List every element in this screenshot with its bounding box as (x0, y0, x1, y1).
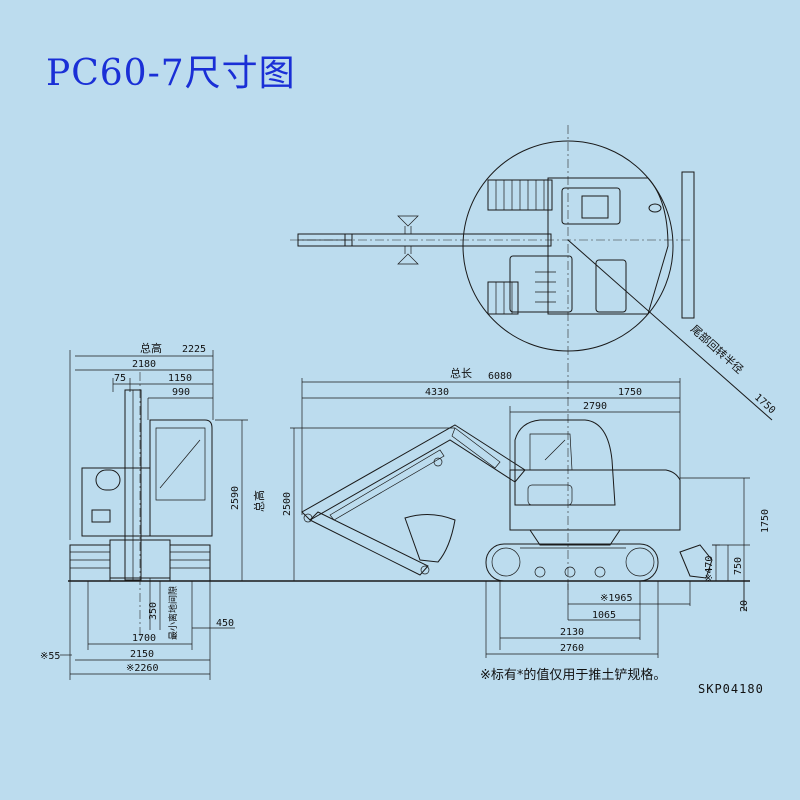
dim-6080: 6080 (488, 371, 512, 382)
tail-swing-value: 1750 (752, 392, 777, 416)
top-cab-window (581, 195, 609, 219)
dim-2760: 2760 (560, 643, 584, 654)
top-track-lower (487, 281, 519, 315)
dim-350: 350 (148, 602, 159, 620)
dim-2500: 2500 (282, 492, 293, 516)
front-height-label: 总高 (252, 490, 266, 512)
dim-2225: 2225 (182, 344, 206, 355)
min-ground-clearance-label: 最小离地间隙 (167, 586, 179, 640)
dim-2790: 2790 (583, 401, 607, 412)
dim-2150: 2150 (130, 649, 154, 660)
top-fuel-tank (595, 259, 627, 313)
top-cap (648, 203, 662, 213)
side-boom (301, 424, 526, 521)
dim-470: ※470 (704, 556, 715, 582)
top-view: 尾部回转半径 1750 (290, 125, 777, 590)
side-bucket (404, 514, 456, 563)
top-blade (681, 171, 695, 319)
front-track-left (69, 544, 111, 582)
side-track (485, 543, 659, 582)
drawing-code: SKP04180 (698, 682, 764, 696)
top-engine-hood (509, 255, 573, 313)
dim-1065: 1065 (592, 610, 616, 621)
top-upper-structure (547, 177, 669, 315)
dim-1750-top: 1750 (618, 387, 642, 398)
side-view: 总长 6080 4330 1750 2790 2500 1750 (282, 366, 771, 658)
dim-2590: 2590 (230, 486, 241, 510)
side-upper-structure (509, 469, 681, 531)
dim-55: ※55 (40, 651, 60, 662)
footnote: ※标有*的值仅用于推土铲规格。 (480, 668, 667, 683)
front-cab-window (155, 427, 206, 501)
dim-1700: 1700 (132, 633, 156, 644)
front-track-right (169, 544, 211, 582)
dim-1150: 1150 (168, 373, 192, 384)
dim-2180: 2180 (132, 359, 156, 370)
tail-swing-label: 尾部回转半径 (688, 322, 746, 377)
side-swing-frame (529, 529, 621, 546)
side-cab-window (529, 433, 573, 471)
dim-750: 750 (733, 557, 744, 575)
dim-4330: 4330 (425, 387, 449, 398)
dim-20: 20 (739, 600, 750, 612)
side-arm (309, 511, 429, 576)
side-cab (514, 419, 616, 506)
dim-1750-right: 1750 (760, 509, 771, 533)
dim-2130: 2130 (560, 627, 584, 638)
front-engine-cap (95, 469, 121, 491)
dim-1965: ※1965 (600, 593, 632, 604)
front-cab (149, 419, 213, 537)
front-total-height-label: 总高 (140, 341, 162, 355)
top-cab (561, 187, 621, 225)
front-view: 总高 2225 2180 75 1150 990 2590 总高 350 最小离… (40, 341, 266, 680)
side-blade (679, 544, 713, 579)
dim-990: 990 (172, 387, 190, 398)
dim-450: 450 (216, 618, 234, 629)
front-light (91, 509, 111, 523)
dim-2260: ※2260 (126, 663, 158, 674)
dim-75: 75 (114, 373, 126, 384)
page-title: PC60-7尺寸图 (46, 53, 296, 94)
tail-swing-leader (567, 239, 773, 421)
side-total-length-label: 总长 (450, 366, 472, 380)
